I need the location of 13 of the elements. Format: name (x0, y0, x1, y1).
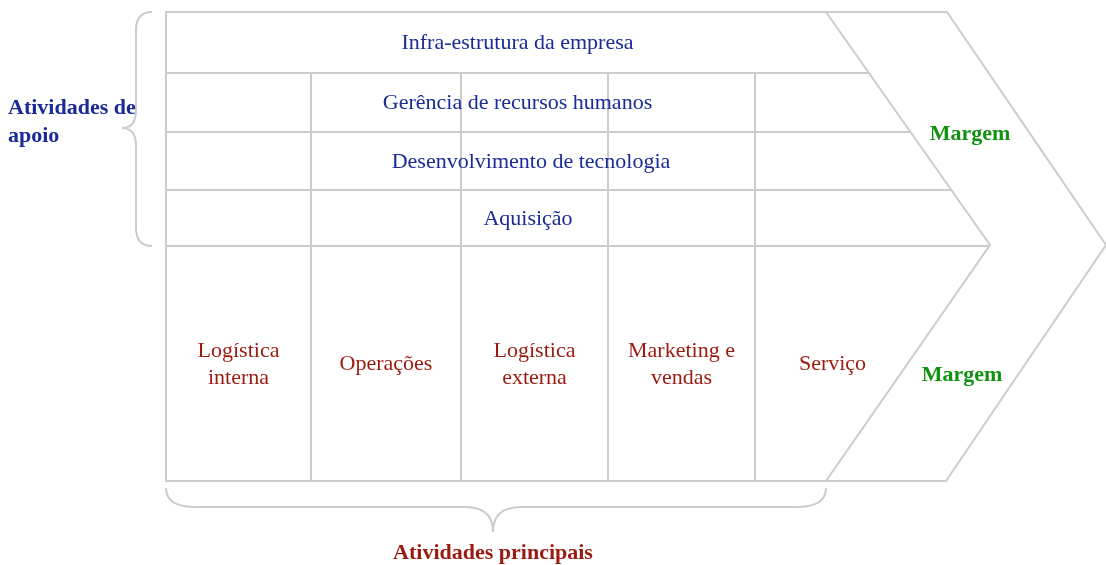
primary-activity-label: Logística externa (461, 246, 608, 481)
primary-activity-label: Logística interna (166, 246, 311, 481)
primary-activity-label: Operações (311, 246, 461, 481)
support-activity-label: Desenvolvimento de tecnologia (166, 132, 896, 190)
support-activity-label: Aquisição (166, 190, 890, 246)
support-activity-label: Infra-estrutura da empresa (166, 12, 869, 73)
group-label: Atividades de apoio (8, 93, 137, 148)
margin-label: Margem (920, 360, 1004, 388)
margin-label: Margem (928, 119, 1012, 147)
group-label: Atividades principais (392, 538, 594, 565)
support-activity-label: Gerência de recursos humanos (166, 73, 869, 132)
primary-activity-label: Marketing e vendas (608, 246, 755, 481)
primary-activity-label: Serviço (755, 246, 910, 481)
